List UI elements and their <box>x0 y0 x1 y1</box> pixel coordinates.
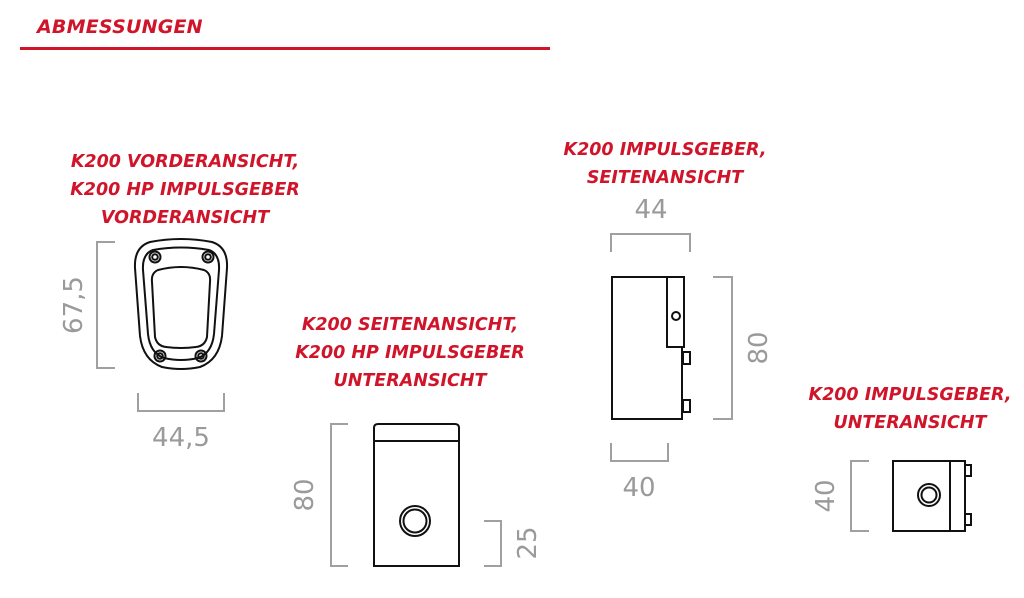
caption-line: UNTERANSICHT <box>333 371 487 391</box>
side-view-dimension-lines <box>330 423 502 567</box>
side-height-label: 80 <box>290 478 320 511</box>
caption-side-view: K200 SEITENANSICHT, K200 HP IMPULSGEBER … <box>265 311 555 395</box>
top-width-label: 44 <box>634 195 667 225</box>
caption-line: SEITENANSICHT <box>586 168 744 188</box>
impulsgeber-side-icon <box>611 276 691 420</box>
impulsgeber-side-dimension-lines <box>610 233 733 462</box>
front-view-dimension-lines <box>96 241 225 412</box>
front-width-label: 44,5 <box>152 423 210 453</box>
front-height-label: 67,5 <box>59 276 89 334</box>
caption-line: VORDERANSICHT <box>100 208 270 228</box>
impulsgeber-height-label: 80 <box>744 331 774 364</box>
caption-line: K200 IMPULSGEBER, <box>808 385 1012 405</box>
title-divider <box>20 47 550 50</box>
impulsgeber-bottom-icon <box>892 460 972 532</box>
impulsgeber-bottom-height-label: 40 <box>811 479 841 512</box>
caption-line: K200 HP IMPULSGEBER <box>70 180 300 200</box>
caption-line: K200 SEITENANSICHT, <box>301 315 519 335</box>
bottom-width-label: 40 <box>622 473 655 503</box>
keypad-front-icon <box>133 238 229 370</box>
caption-line: UNTERANSICHT <box>833 413 987 433</box>
impulsgeber-bottom-dimension-lines <box>850 460 869 532</box>
keypad-side-icon <box>373 423 460 567</box>
caption-impulsgeber-bottom: K200 IMPULSGEBER, UNTERANSICHT <box>765 381 1024 437</box>
caption-impulsgeber-side: K200 IMPULSGEBER, SEITENANSICHT <box>520 136 810 192</box>
caption-line: K200 IMPULSGEBER, <box>563 140 767 160</box>
caption-front-view: K200 VORDERANSICHT, K200 HP IMPULSGEBER … <box>40 148 330 232</box>
button-offset-label: 25 <box>513 526 543 559</box>
section-title: ABMESSUNGEN <box>37 16 203 38</box>
caption-line: K200 HP IMPULSGEBER <box>295 343 525 363</box>
caption-line: K200 VORDERANSICHT, <box>70 152 300 172</box>
